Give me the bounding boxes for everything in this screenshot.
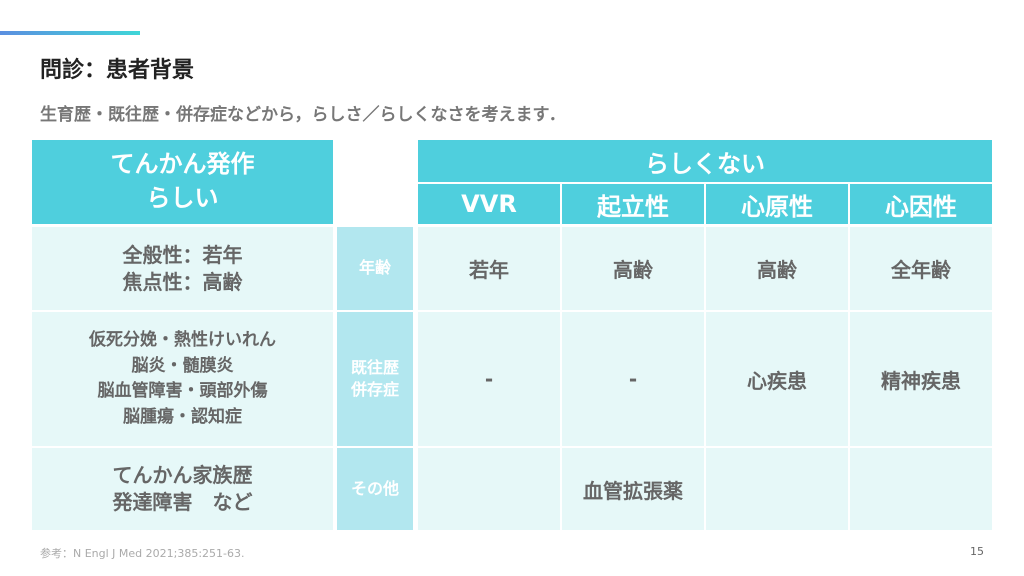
row-label: 年齢 <box>337 227 413 310</box>
merged-cell: 血管拡張薬 <box>562 448 704 530</box>
column-header: VVR <box>418 184 560 224</box>
table-cell <box>418 448 560 530</box>
table-cell: 精神疾患 <box>850 312 992 446</box>
likely-header: てんかん発作 らしい <box>32 140 333 224</box>
subtitle: 生育歴・既往歴・併存症などから，らしさ／らしくなさを考えます． <box>40 105 566 125</box>
table-cell: 全年齢 <box>850 227 992 310</box>
likely-cell: 仮死分娩・熱性けいれん 脳炎・髄膜炎 脳血管障害・頭部外傷 脳腫瘍・認知症 <box>32 312 333 446</box>
table-cell: - <box>562 312 704 446</box>
footnote: 参考：N Engl J Med 2021;385:251-63. <box>40 547 245 560</box>
likely-cell: てんかん家族歴 発達障害 など <box>32 448 333 530</box>
row-label: その他 <box>337 448 413 530</box>
accent-bar <box>0 31 140 35</box>
column-header: 起立性 <box>562 184 704 224</box>
table-cell: - <box>418 312 560 446</box>
table-cell: 高齢 <box>562 227 704 310</box>
table-cell <box>850 448 992 530</box>
row-label: 既往歴 併存症 <box>337 312 413 446</box>
page-title: 問診：患者背景 <box>40 58 195 83</box>
column-header: 心原性 <box>706 184 848 224</box>
column-header: 心因性 <box>850 184 992 224</box>
likely-cell: 全般性：若年 焦点性：高齢 <box>32 227 333 310</box>
table-cell: 若年 <box>418 227 560 310</box>
table-cell: 心疾患 <box>706 312 848 446</box>
page-number: 15 <box>970 545 984 558</box>
unlikely-header: らしくない <box>418 140 992 182</box>
table-cell: 高齢 <box>706 227 848 310</box>
table-cell <box>706 448 848 530</box>
